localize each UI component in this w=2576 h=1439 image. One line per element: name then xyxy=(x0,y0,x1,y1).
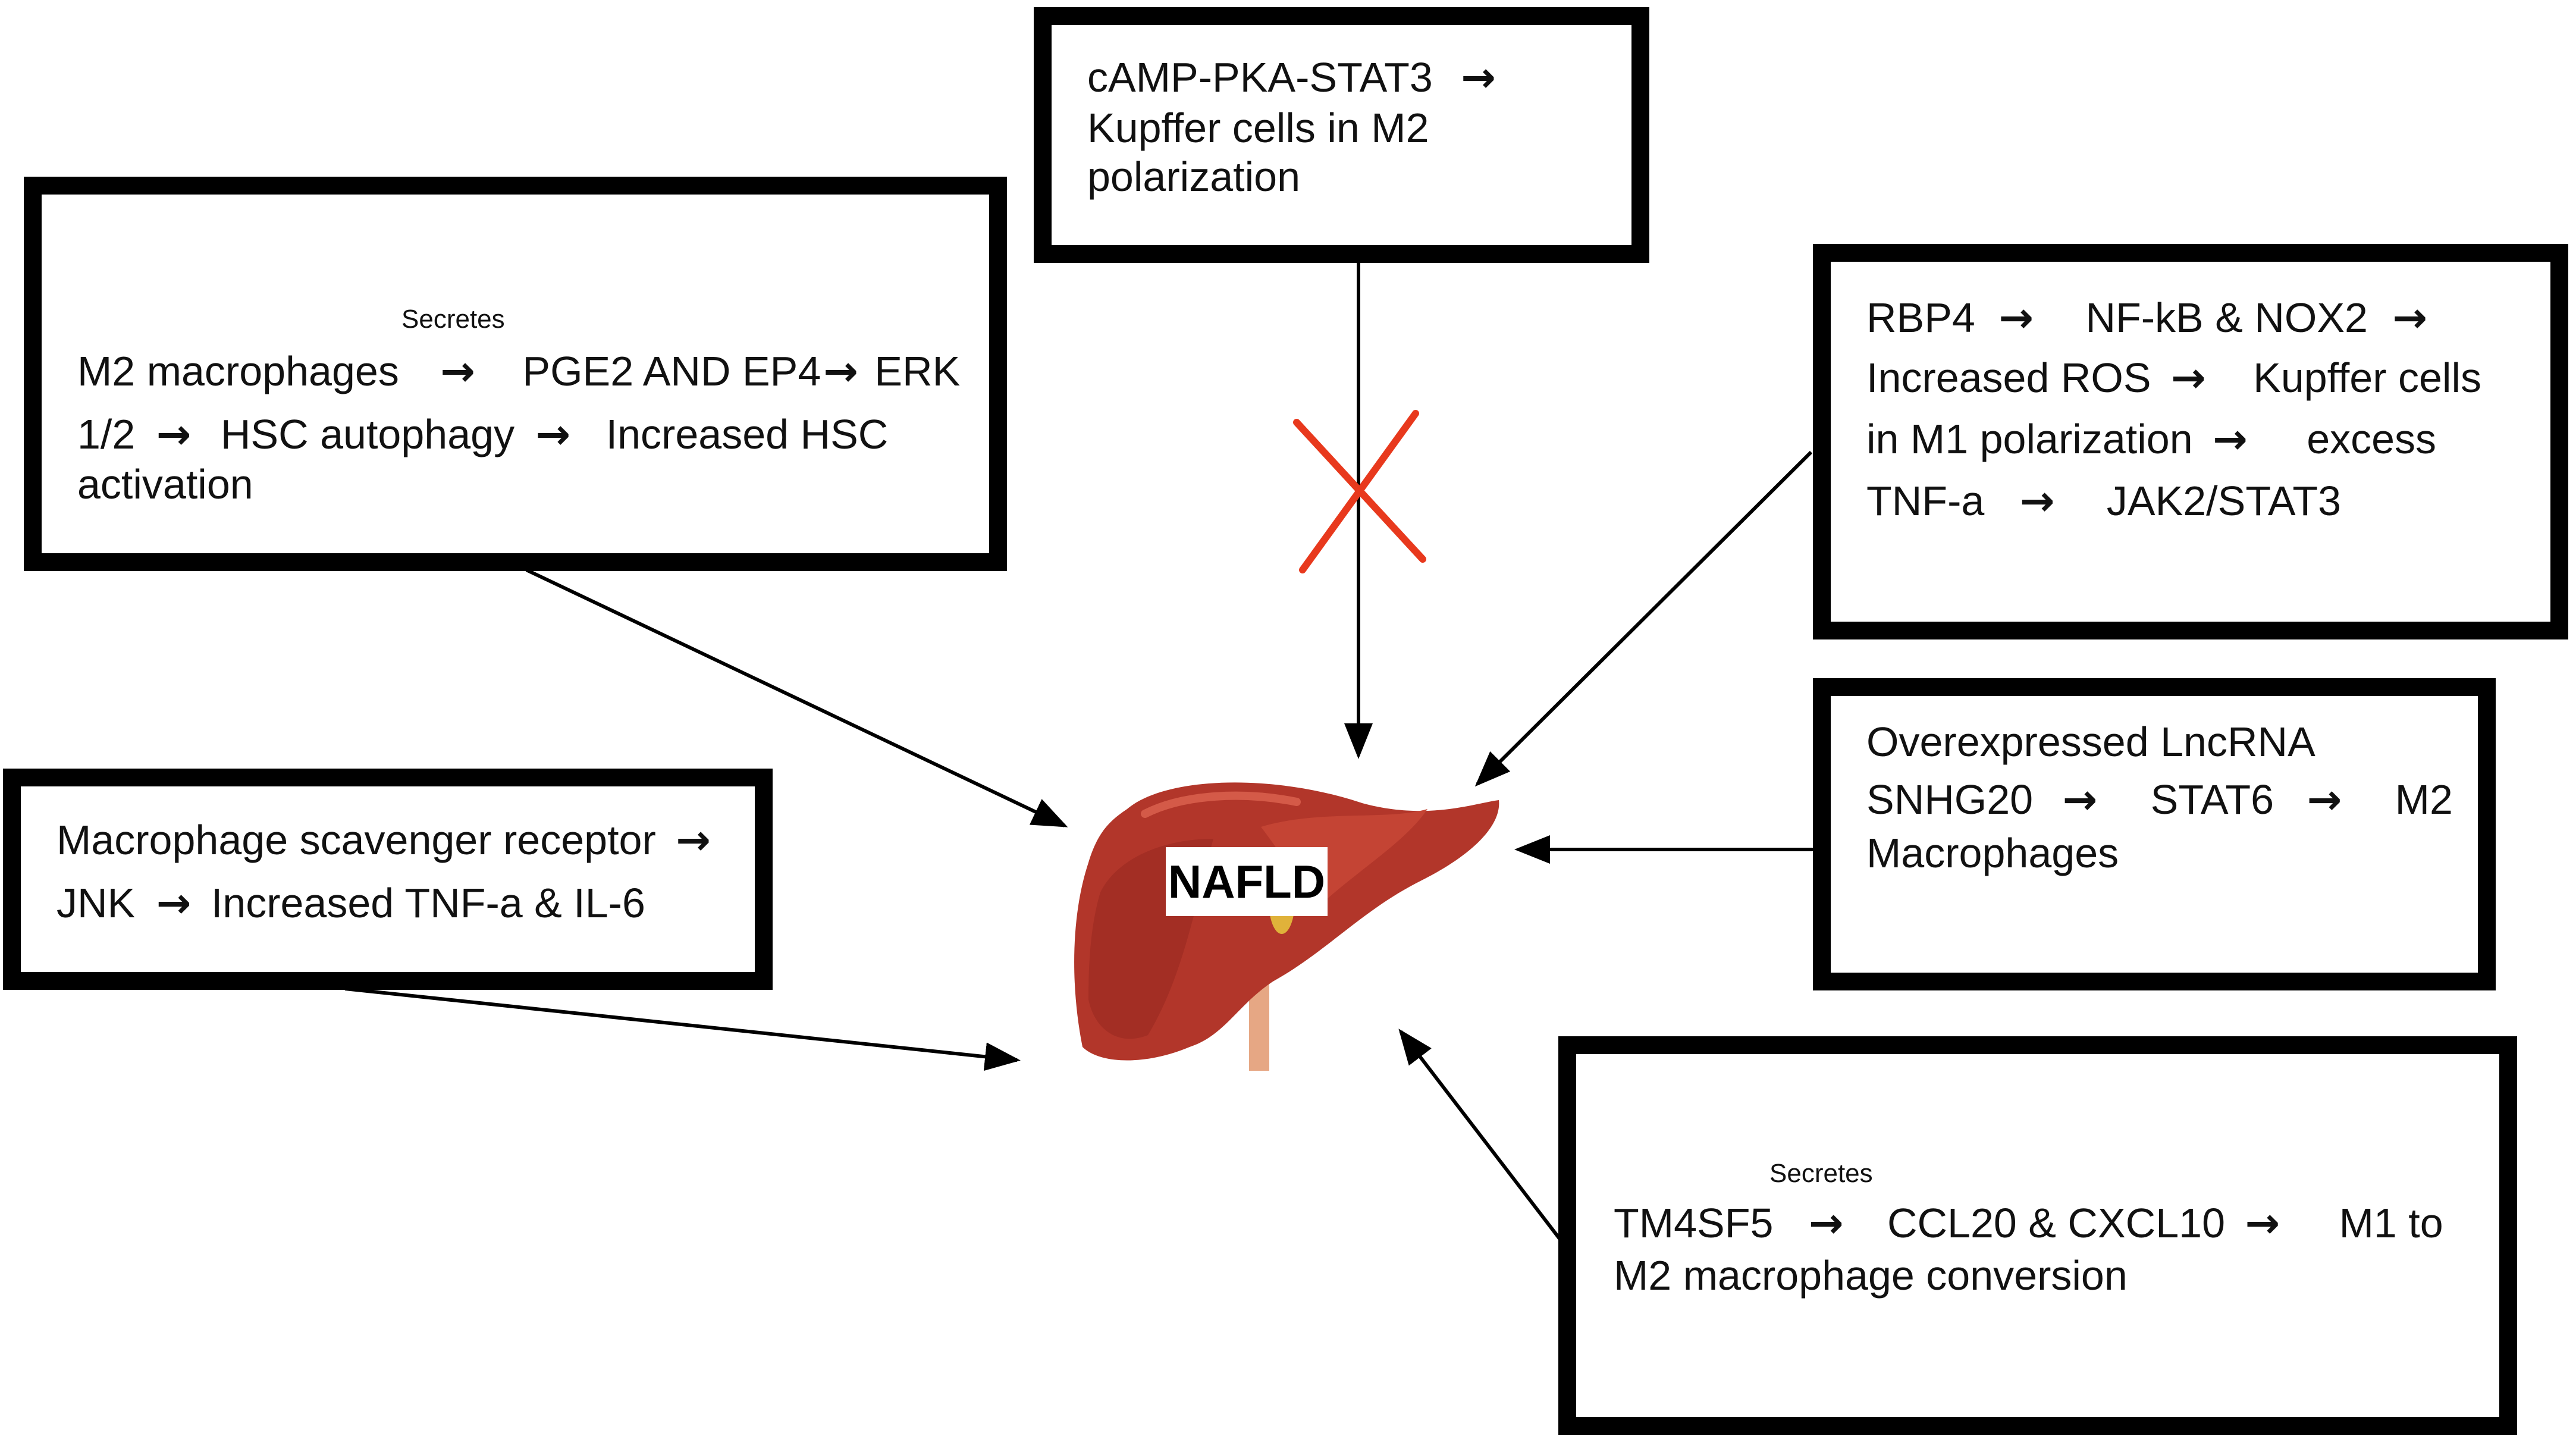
rbp4-text-c: Increased ROS xyxy=(1866,355,2151,401)
tm4-secretes-label: Secretes xyxy=(1769,1159,1873,1188)
rbp4-text-d: Kupffer cells xyxy=(2253,355,2482,401)
camp-line-1: cAMP-PKA-STAT3 → xyxy=(1087,52,1496,103)
arrow-tm4-to-nafld xyxy=(1398,1029,1565,1244)
rbp4-line-2: Increased ROS → Kupffer cells xyxy=(1866,353,2481,403)
lnc-text-b: SNHG20 xyxy=(1866,776,2034,823)
m2-text-e: HSC autophagy xyxy=(220,411,515,457)
arrow-glyph: → xyxy=(2019,476,2055,525)
scav-text-a: Macrophage scavenger receptor xyxy=(57,817,656,863)
arrow-glyph: → xyxy=(535,410,571,459)
rbp4-text-b: NF-kB & NOX2 xyxy=(2085,294,2368,341)
rbp4-line-3: in M1 polarization → excess xyxy=(1866,414,2436,465)
rbp4-text-a: RBP4 xyxy=(1866,294,1975,341)
arrow-glyph: → xyxy=(156,879,192,927)
m2-text-c: ERK xyxy=(874,348,961,394)
scav-line-2: JNK → Increased TNF-a & IL-6 xyxy=(57,878,645,929)
nafld-label: NAFLD xyxy=(1166,847,1328,916)
arrow-glyph: → xyxy=(2392,293,2428,342)
tm4-text-b: CCL20 & CXCL10 xyxy=(1887,1200,2226,1246)
rbp4-line-4: TNF-a → JAK2/STAT3 xyxy=(1866,476,2341,526)
lnc-text-c: STAT6 xyxy=(2150,776,2274,823)
rbp4-line-1: RBP4 → NF-kB & NOX2 → xyxy=(1866,293,2427,343)
camp-text-1: cAMP-PKA-STAT3 xyxy=(1087,54,1433,101)
box-camp-pka-stat3 xyxy=(1034,7,1649,263)
arrow-glyph: → xyxy=(2245,1199,2280,1247)
camp-line-3: polarization xyxy=(1087,153,1300,200)
tm4-line-1: TM4SF5 → CCL20 & CXCL10 → M1 to xyxy=(1614,1198,2443,1249)
arrow-glyph: → xyxy=(676,816,711,864)
scav-text-b: JNK xyxy=(57,880,136,926)
m2-line-2: 1/2 → HSC autophagy → Increased HSC xyxy=(77,409,888,460)
arrow-glyph: → xyxy=(2213,415,2248,463)
box-tm4sf5 xyxy=(1558,1036,2517,1435)
arrow-glyph: → xyxy=(2062,775,2098,824)
arrow-glyph: → xyxy=(1998,293,2034,342)
m2-line-1: M2 macrophages → PGE2 AND EP4→ ERK xyxy=(77,346,960,397)
lnc-line-1: Overexpressed LncRNA xyxy=(1866,719,2315,765)
arrow-glyph: → xyxy=(156,410,192,459)
rbp4-text-e: in M1 polarization xyxy=(1866,416,2193,462)
rbp4-text-f: excess xyxy=(2307,416,2437,462)
arrow-glyph: → xyxy=(2171,353,2206,402)
red-x-icon xyxy=(1293,410,1426,573)
m2-text-d: 1/2 xyxy=(77,411,136,457)
arrow-scav-to-nafld xyxy=(344,987,1021,1071)
camp-line-2: Kupffer cells in M2 xyxy=(1087,105,1429,151)
rbp4-text-g: TNF-a xyxy=(1866,478,1985,524)
box-rbp4 xyxy=(1813,244,2568,639)
tm4-text-a: TM4SF5 xyxy=(1614,1200,1774,1246)
lnc-line-3: Macrophages xyxy=(1866,830,2119,876)
liver-icon xyxy=(1074,782,1499,1071)
m2-text-b: PGE2 AND EP4 xyxy=(522,348,821,394)
arrow-m2-to-nafld xyxy=(525,568,1068,827)
box-m2-macrophages xyxy=(24,177,1007,571)
tm4-text-c: M1 to xyxy=(2339,1200,2443,1246)
lnc-line-2: SNHG20 → STAT6 → M2 xyxy=(1866,775,2453,825)
tm4-line-2: M2 macrophage conversion xyxy=(1614,1252,2128,1299)
arrow-glyph: → xyxy=(440,347,475,396)
rbp4-text-h: JAK2/STAT3 xyxy=(2106,478,2342,524)
scav-text-c: Increased TNF-a & IL-6 xyxy=(211,880,645,926)
arrow-glyph: → xyxy=(2307,775,2342,824)
m2-secretes-label: Secretes xyxy=(401,305,505,334)
m2-line-3: activation xyxy=(77,461,253,507)
m2-text-f: Increased HSC xyxy=(605,411,889,457)
m2-text-a: M2 macrophages xyxy=(77,348,399,394)
arrow-glyph: → xyxy=(1808,1199,1844,1247)
arrow-glyph: → xyxy=(1461,53,1496,102)
box-scavenger-receptor xyxy=(3,769,773,990)
box-lncrna xyxy=(1813,678,2496,990)
arrow-glyph: → xyxy=(823,347,858,396)
lnc-text-d: M2 xyxy=(2395,776,2453,823)
arrow-rbp4-to-nafld xyxy=(1474,450,1813,787)
scav-line-1: Macrophage scavenger receptor → xyxy=(57,815,711,866)
